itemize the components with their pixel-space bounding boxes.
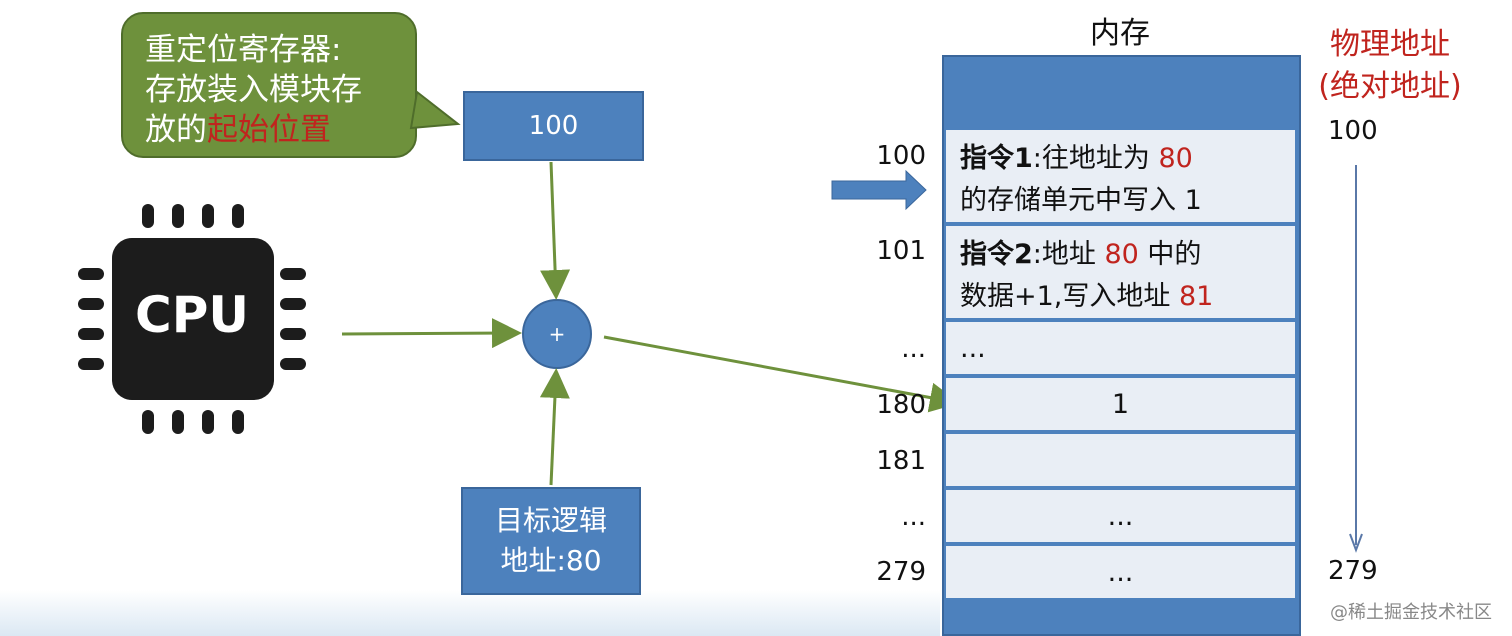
cpu-icon xyxy=(78,204,306,434)
physical-address-end: 279 xyxy=(1328,556,1378,586)
physical-address-start: 100 xyxy=(1328,116,1378,146)
logical-address-box: 目标逻辑 地址:80 xyxy=(461,487,641,595)
memory-cell-181 xyxy=(944,432,1297,488)
memory-title: 内存 xyxy=(1090,16,1150,51)
current-instruction-arrow xyxy=(831,169,927,211)
memory-cell-279: ... xyxy=(944,544,1297,600)
address-label: ... xyxy=(901,502,926,532)
bottom-gradient-strip xyxy=(0,590,940,636)
memory-cell-ellipsis-1: ... xyxy=(944,320,1297,376)
callout-line-3: 放的起始位置 xyxy=(145,112,331,148)
adder-circle: + xyxy=(522,299,592,369)
address-label: ... xyxy=(901,334,926,364)
address-label: 181 xyxy=(876,446,926,476)
address-label: 101 xyxy=(876,236,926,266)
memory-cell-100: 指令1:往地址为 80 的存储单元中写入 1 xyxy=(944,128,1297,224)
logical-address-line-1: 目标逻辑 xyxy=(494,504,607,537)
address-label: 180 xyxy=(876,390,926,420)
watermark: @稀土掘金技术社区 xyxy=(1330,602,1492,623)
physical-address-title: 物理地址 (绝对地址) xyxy=(1318,27,1462,104)
address-label: 100 xyxy=(876,141,926,171)
logical-address-line-2: 地址:80 xyxy=(500,544,602,577)
callout-highlight: 起始位置 xyxy=(207,112,331,148)
memory-cell-ellipsis-2: ... xyxy=(944,488,1297,544)
memory-cell-101: 指令2:地址 80 中的 数据+1,写入地址 81 xyxy=(944,224,1297,320)
memory-cell-180: 1 xyxy=(944,376,1297,432)
callout-line-1: 重定位寄存器: xyxy=(145,32,342,68)
cpu-label: CPU xyxy=(135,286,249,344)
relocation-register-box: 100 xyxy=(463,91,644,161)
callout-line-2: 存放装入模块存 xyxy=(145,72,362,108)
relocation-register-callout: 重定位寄存器: 存放装入模块存 放的起始位置 xyxy=(121,12,417,158)
address-label: 279 xyxy=(876,557,926,587)
